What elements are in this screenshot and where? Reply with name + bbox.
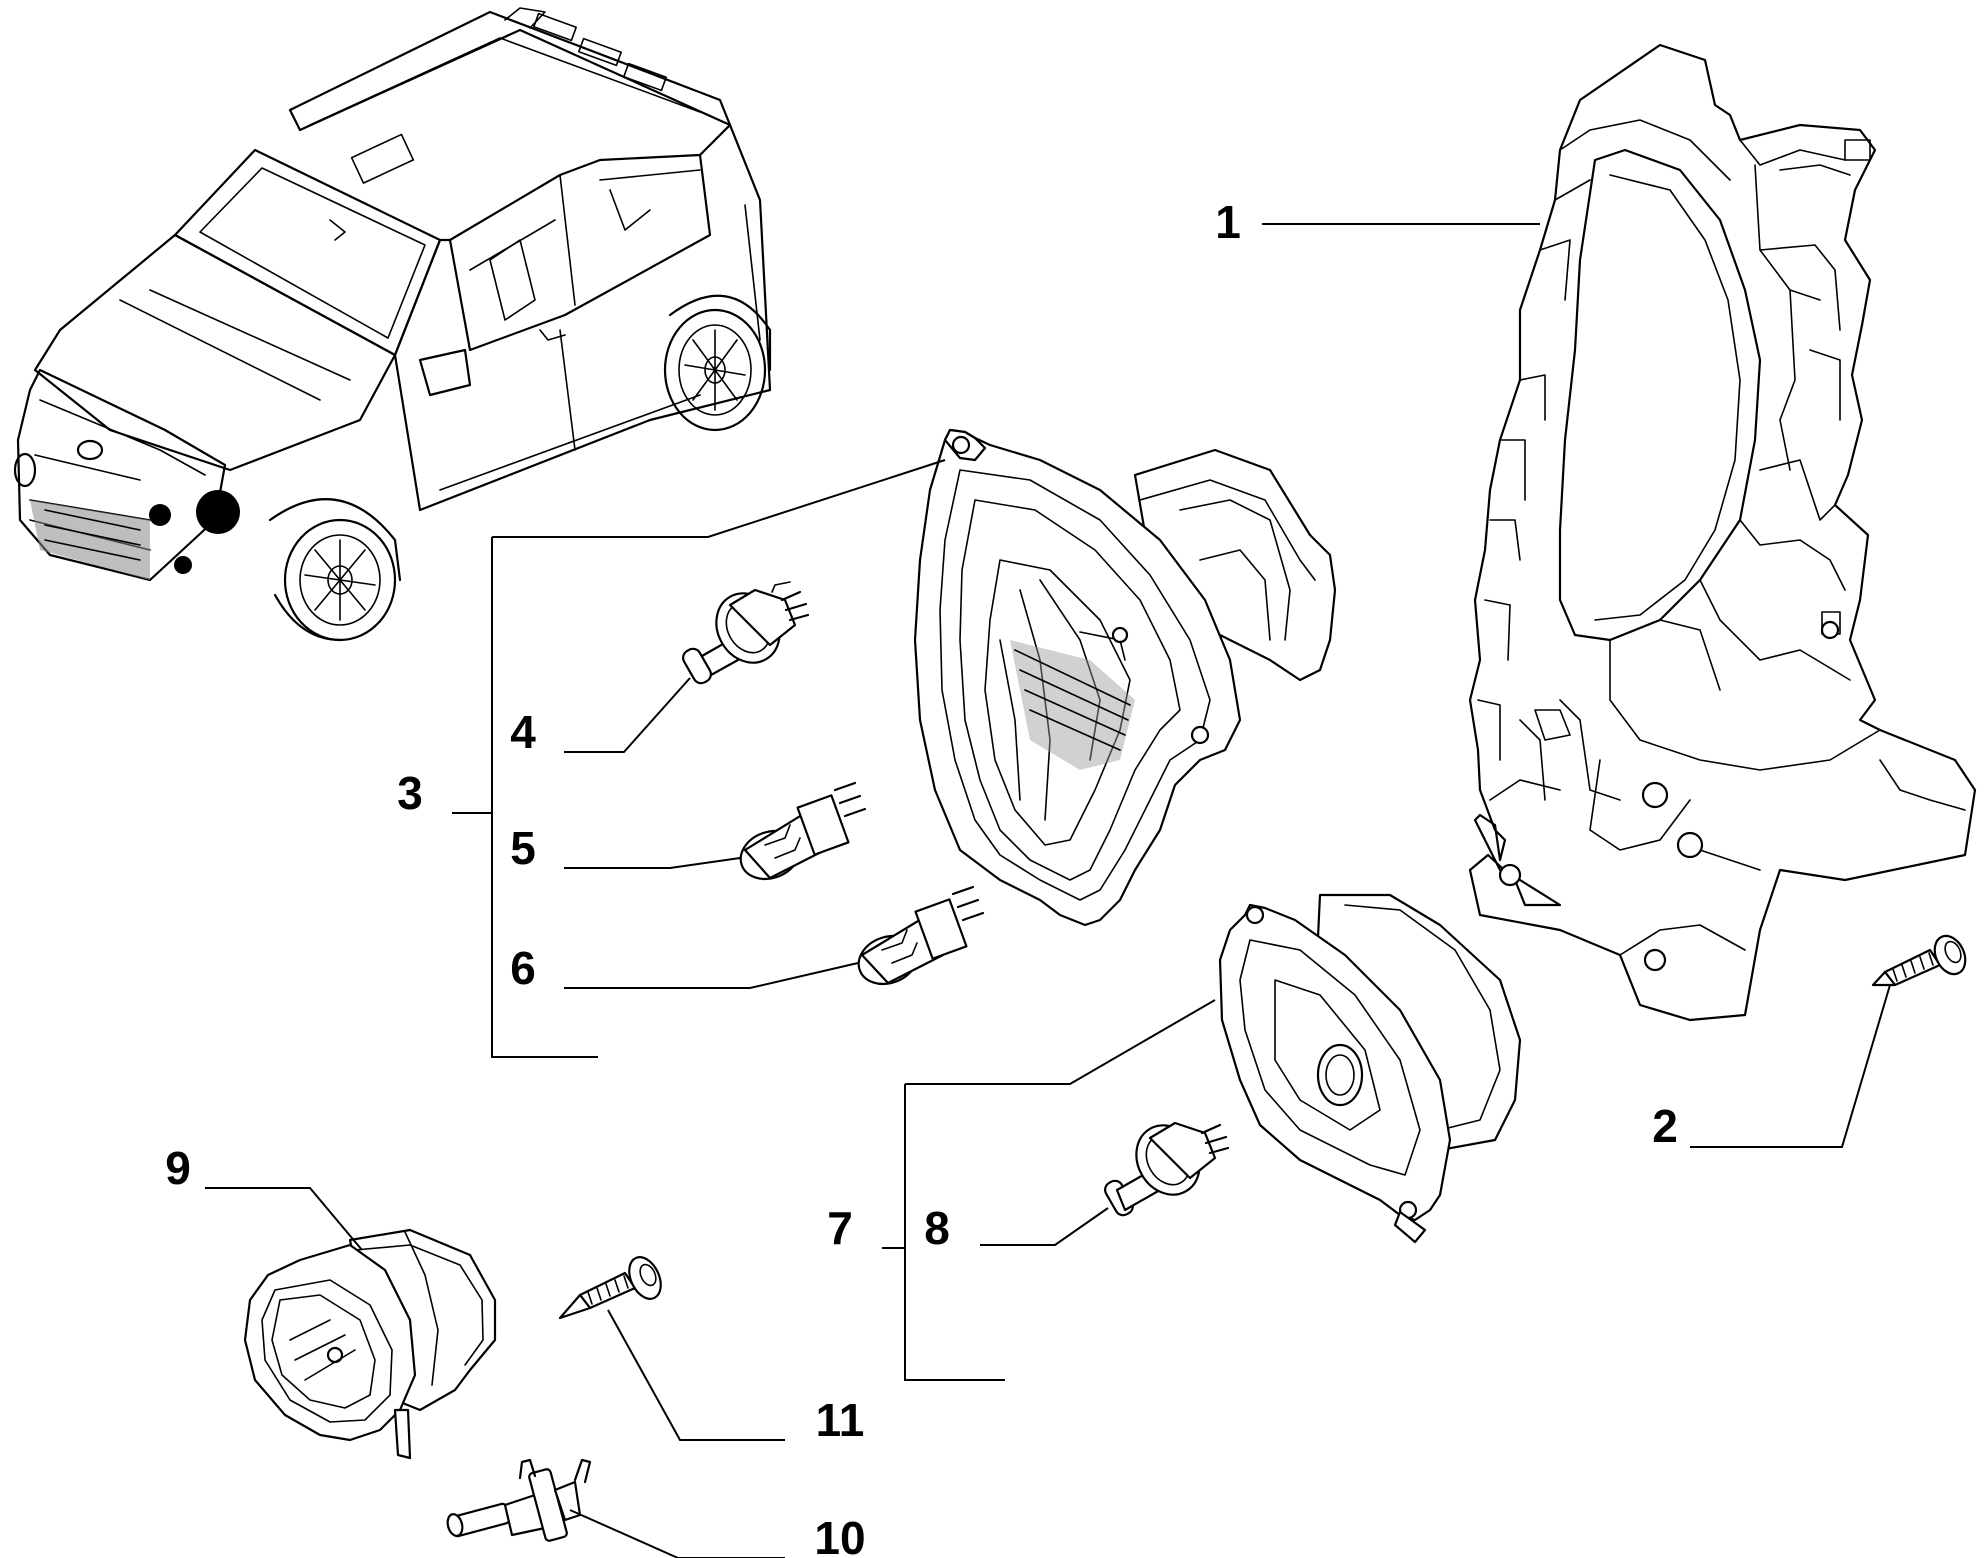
callout-3: 3 <box>397 767 423 819</box>
leader-lines <box>205 223 1891 1558</box>
bulb-part-6 <box>857 885 985 986</box>
callout-1: 1 <box>1215 196 1241 248</box>
bulb-part-4 <box>682 581 810 685</box>
callout-8: 8 <box>924 1202 950 1254</box>
callout-2: 2 <box>1652 1100 1678 1152</box>
callout-9: 9 <box>165 1142 191 1194</box>
screw-part-11 <box>558 1256 662 1320</box>
callout-labels: 1 2 3 4 5 6 7 8 9 10 11 <box>165 196 1678 1558</box>
callout-7: 7 <box>827 1202 853 1254</box>
callout-6: 6 <box>510 942 536 994</box>
headlamp-bracket-part <box>1468 43 1977 1022</box>
callout-10: 10 <box>814 1512 865 1558</box>
callout-4: 4 <box>510 706 536 758</box>
car-illustration <box>13 7 772 642</box>
bulb-part-5 <box>739 781 867 881</box>
headlamp-assembly-part <box>913 428 1337 927</box>
auxiliary-lamp-part-7 <box>1218 893 1522 1244</box>
bulb-part-10 <box>446 1458 592 1542</box>
screw-part-2 <box>1871 934 1967 987</box>
callout-5: 5 <box>510 822 536 874</box>
bulb-part-8 <box>1104 1121 1230 1217</box>
fog-lamp-part-9 <box>243 1228 497 1460</box>
callout-11: 11 <box>816 1394 865 1446</box>
